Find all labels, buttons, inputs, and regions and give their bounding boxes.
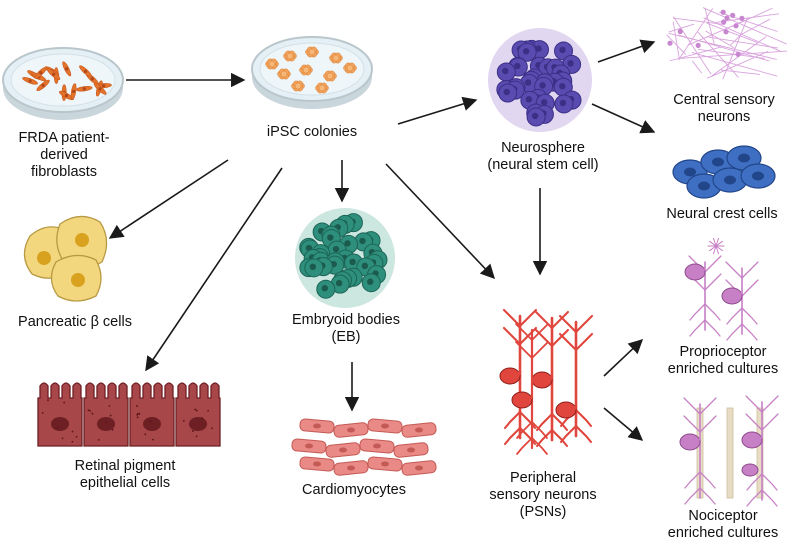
neural-crest-label: Neural crest cells (666, 206, 778, 222)
arrow-ipsc-to-pancreatic (108, 159, 229, 239)
ipsc-dish-icon (251, 36, 373, 109)
cardiomyocytes-icon (291, 418, 437, 476)
neurosphere-label: Neurosphere(neural stem cell) (487, 140, 599, 173)
central-neurons-icon (666, 7, 788, 80)
retinal-cells-icon (37, 382, 221, 447)
arrow-ipsc-to-neurosphere (397, 96, 478, 125)
fibroblast-dish-icon (2, 47, 124, 120)
arrow-ipsc-to-retinal (145, 167, 283, 372)
embryoid-body-icon (295, 208, 395, 308)
ipsc-label: iPSC colonies (266, 124, 358, 140)
nociceptor-icon (679, 395, 779, 507)
neural-crest-icon (672, 145, 776, 199)
pancreatic-label: Pancreatic β cells (18, 314, 132, 330)
arrows (108, 39, 656, 441)
psn-icon (499, 308, 594, 455)
proprioceptor-icon (684, 237, 759, 341)
cardiomyocytes-label: Cardiomyocytes (302, 482, 406, 498)
arrow-psn-to-nociceptor (603, 407, 644, 441)
arrow-ipsc-to-psn (385, 163, 495, 280)
arrow-neurosphere-to-central (597, 39, 656, 63)
arrow-neurosphere-to-neural-crest (591, 103, 656, 134)
embryoid-label: Embryoid bodies(EB) (292, 312, 400, 345)
pancreatic-cells-icon (23, 215, 108, 302)
arrow-psn-to-proprioceptor (603, 339, 644, 377)
neurosphere-icon (488, 28, 592, 132)
